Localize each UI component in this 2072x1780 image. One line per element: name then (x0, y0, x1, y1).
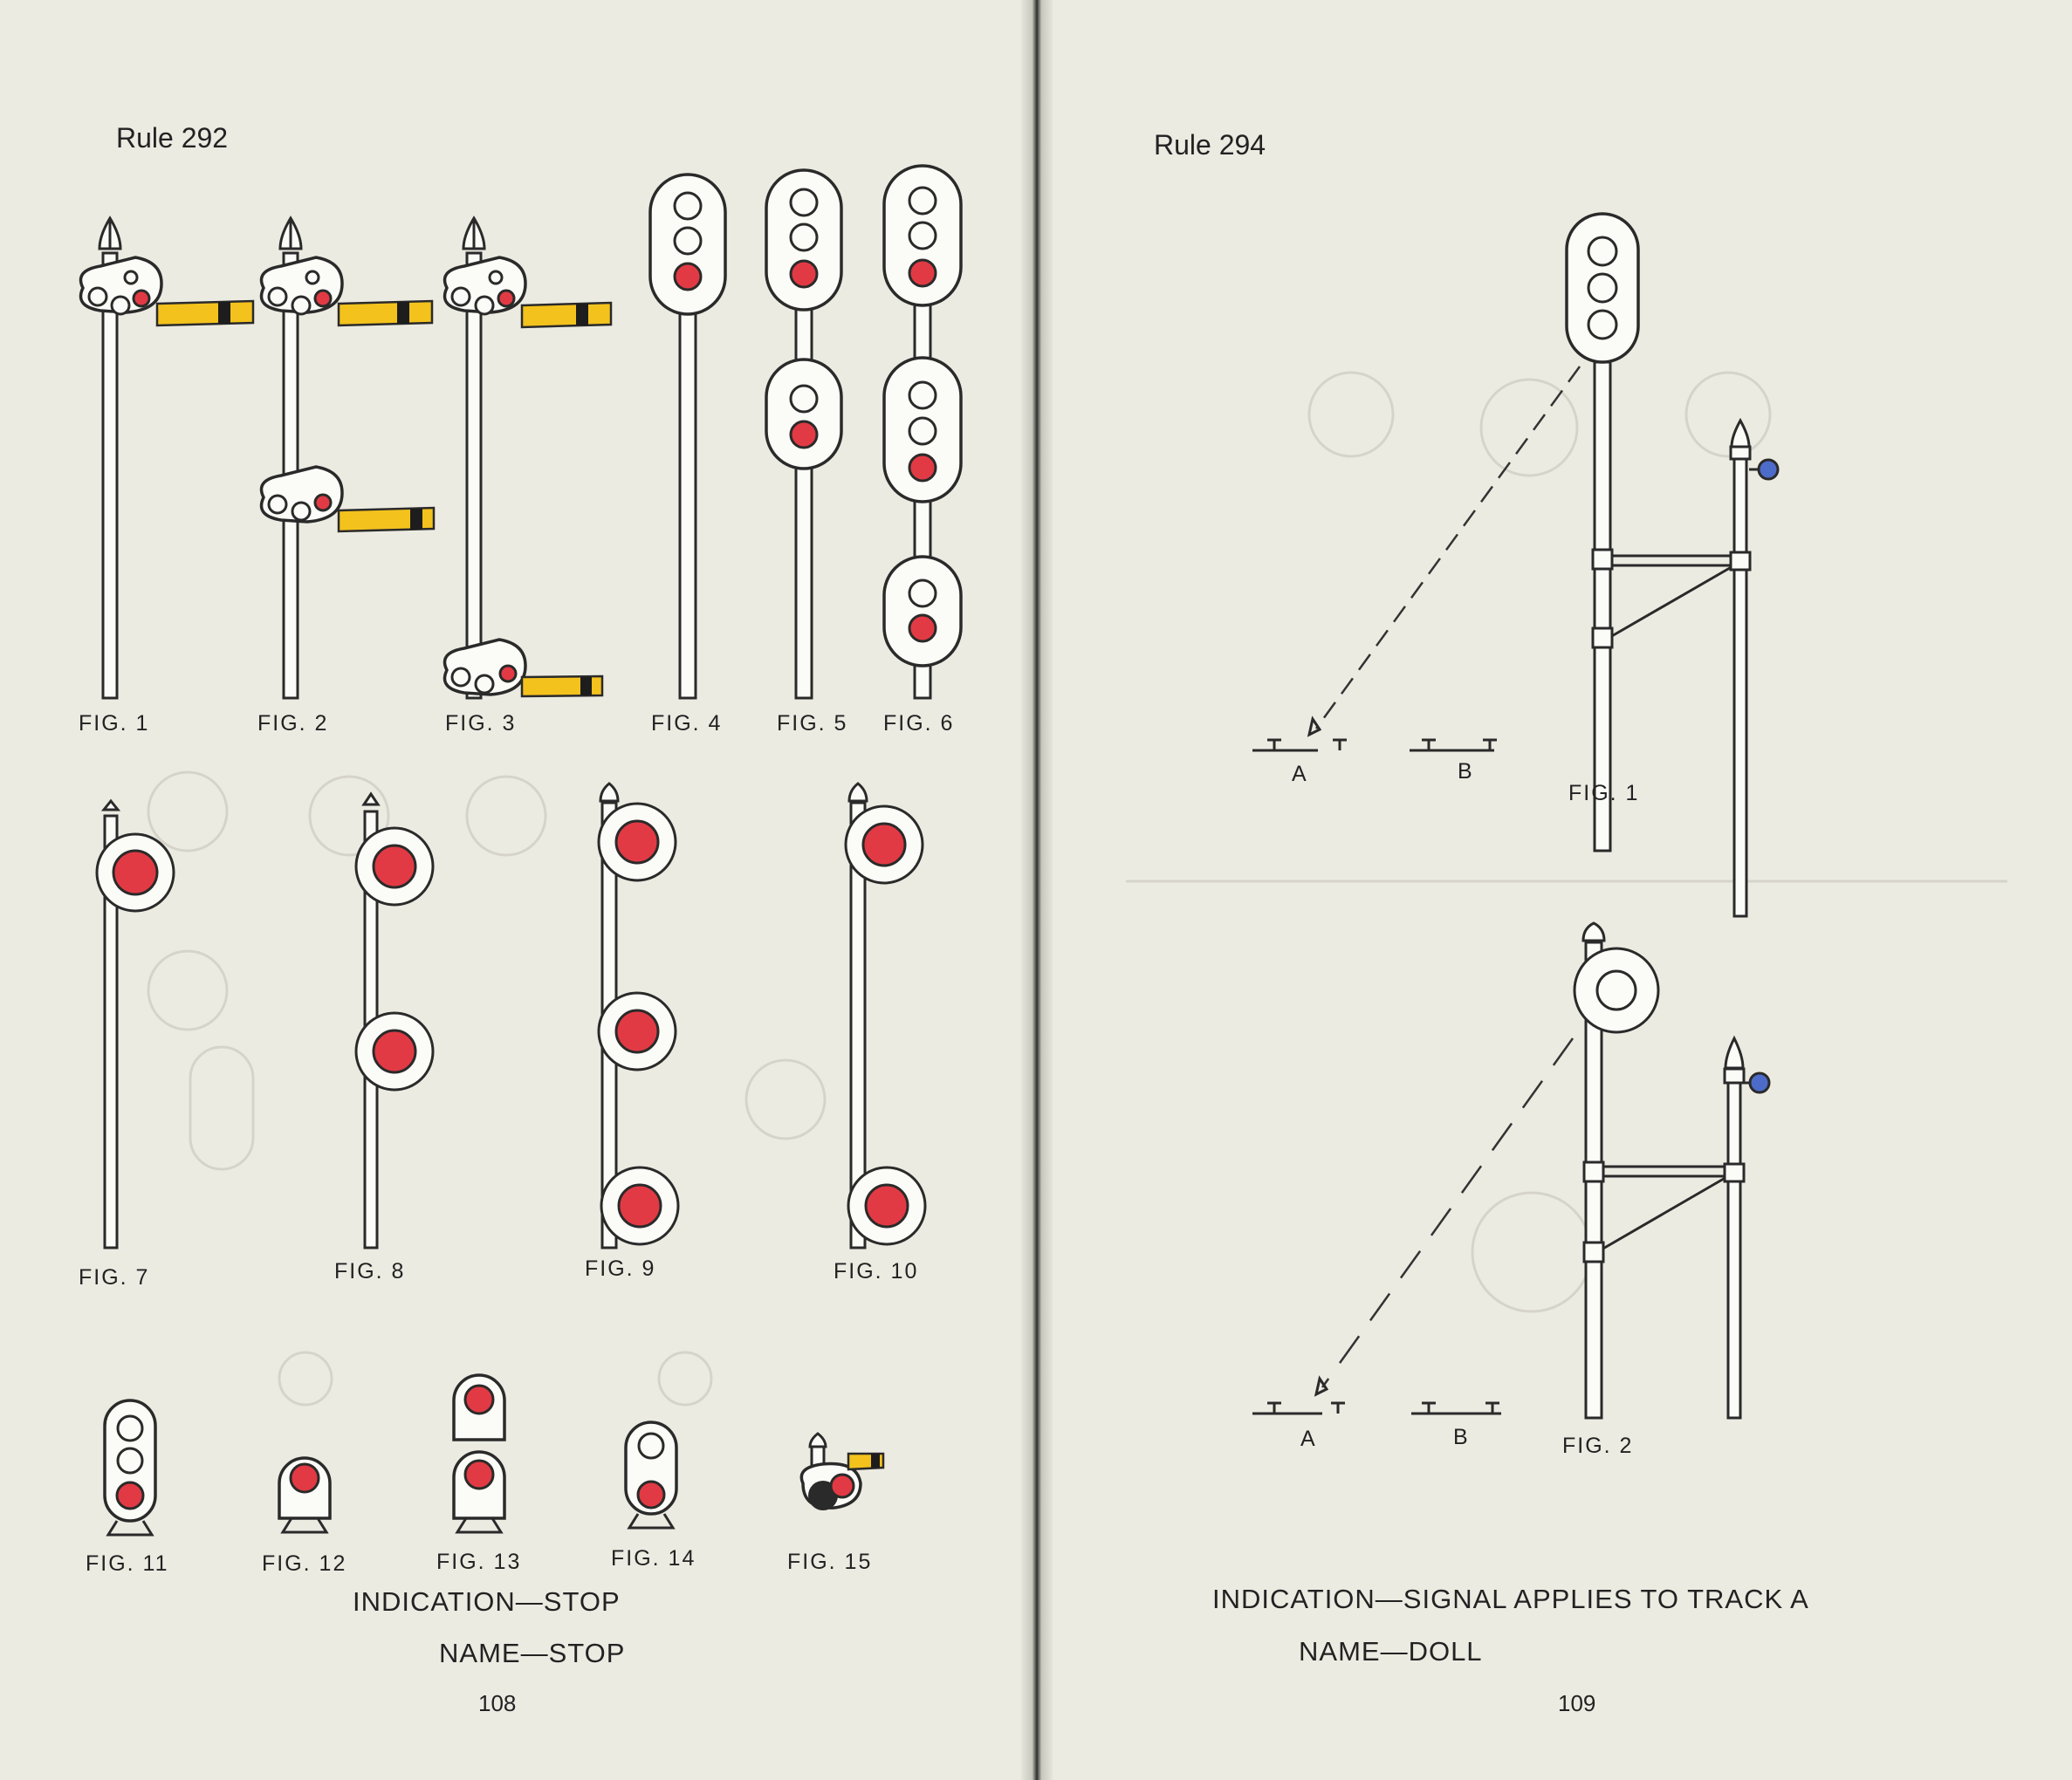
right-name: NAME—DOLL (1299, 1636, 1483, 1667)
fig6-color-light-signal (882, 164, 963, 700)
left-fig-15-label: FIG. 15 (787, 1550, 873, 1574)
track-a-label-fig1: A (1292, 762, 1308, 786)
right-fig-2-label: FIG. 2 (1562, 1434, 1634, 1458)
book-gutter (1021, 0, 1053, 1780)
left-fig-4-label: FIG. 4 (651, 711, 723, 736)
fig15-small-semaphore (799, 1432, 885, 1510)
left-fig-8-label: FIG. 8 (334, 1259, 406, 1284)
left-indication: INDICATION—STOP (353, 1586, 621, 1617)
fig3-semaphore-signal (443, 216, 613, 700)
left-fig-13-label: FIG. 13 (436, 1550, 522, 1574)
right-fig1-doll-signal (1252, 212, 1780, 918)
left-fig-5-label: FIG. 5 (777, 711, 848, 736)
left-fig-11-label: FIG. 11 (86, 1551, 169, 1576)
fig4-color-light-signal (648, 173, 727, 700)
fig9-disc-signal (597, 782, 680, 1249)
right-page-number: 109 (1558, 1690, 1596, 1716)
left-fig-6-label: FIG. 6 (883, 711, 955, 736)
left-fig-9-label: FIG. 9 (585, 1256, 656, 1281)
fig7-disc-signal (95, 798, 175, 1249)
right-fig-1-label: FIG. 1 (1568, 781, 1640, 805)
left-fig-1-label: FIG. 1 (79, 711, 150, 736)
left-fig-14-label: FIG. 14 (611, 1546, 696, 1571)
fig12-dwarf-signal (278, 1456, 332, 1534)
track-b-label-fig2: B (1453, 1425, 1470, 1449)
fig5-color-light-signal (765, 168, 843, 700)
fig13-dwarf-signal (452, 1373, 506, 1534)
track-a-label-fig2: A (1300, 1427, 1317, 1451)
fig14-dwarf-signal (624, 1421, 678, 1530)
fig8-disc-signal (354, 791, 435, 1249)
fig10-disc-signal (844, 782, 927, 1249)
right-indication: INDICATION—SIGNAL APPLIES TO TRACK A (1212, 1584, 1809, 1614)
left-fig-7-label: FIG. 7 (79, 1265, 150, 1290)
right-page (1041, 0, 2072, 1780)
fig2-semaphore-signal (259, 216, 436, 700)
fig1-semaphore-signal (79, 216, 255, 700)
left-rule-heading: Rule 292 (116, 122, 229, 154)
left-fig-3-label: FIG. 3 (445, 711, 517, 736)
right-rule-heading: Rule 294 (1154, 129, 1266, 161)
left-fig-10-label: FIG. 10 (834, 1259, 919, 1284)
fig11-dwarf-signal (103, 1399, 157, 1537)
left-page-number: 108 (478, 1690, 517, 1716)
right-fig2-doll-signal (1252, 921, 1771, 1420)
track-b-label-fig1: B (1458, 759, 1474, 784)
left-name: NAME—STOP (439, 1638, 626, 1668)
left-fig-2-label: FIG. 2 (257, 711, 329, 736)
left-fig-12-label: FIG. 12 (262, 1551, 347, 1576)
